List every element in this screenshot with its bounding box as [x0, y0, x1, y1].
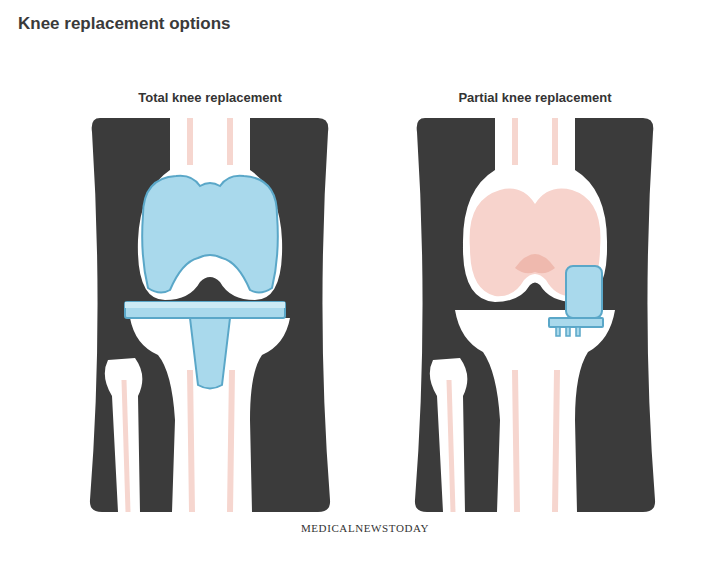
- brand-watermark: MEDICALNEWSTODAY: [301, 522, 429, 534]
- panel-heading: Partial knee replacement: [458, 90, 611, 105]
- diagram-title: Knee replacement options: [18, 14, 231, 34]
- panel-heading: Total knee replacement: [138, 90, 282, 105]
- total-knee-figure: [90, 118, 330, 512]
- partial-knee-figure: [415, 118, 655, 512]
